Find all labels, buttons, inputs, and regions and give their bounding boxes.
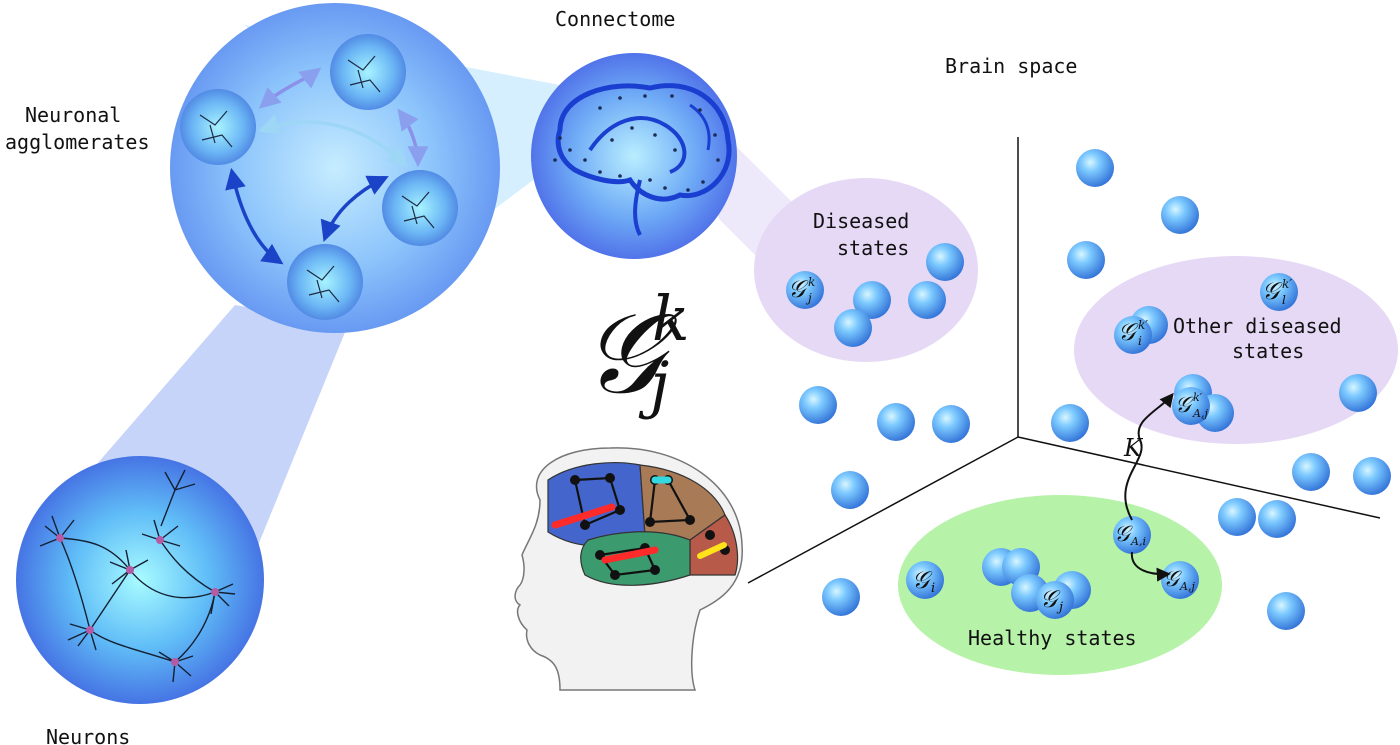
- k-transition-arrow: [1124, 392, 1174, 521]
- agglomerate-node-left: [180, 89, 256, 165]
- connectome-sphere: [531, 53, 737, 259]
- neurons-sphere: [16, 456, 264, 704]
- diseased-label-line2: states: [837, 236, 909, 260]
- big-formula-sup: k: [652, 282, 690, 355]
- k-operator-label: K: [1123, 434, 1144, 462]
- formula-g-aj-sub: A,j: [1179, 580, 1195, 593]
- formula-g-j-k-sup: k: [808, 275, 815, 289]
- formula-g-aj-k-symbol: 𝒢: [1175, 393, 1194, 418]
- formula-g-aj: 𝒢 A,j: [1163, 567, 1195, 593]
- brain-space-label: Brain space: [945, 54, 1077, 78]
- formula-g-i-k-symbol: 𝒢: [1118, 318, 1139, 346]
- formula-g-ai-symbol: 𝒢: [1114, 522, 1133, 547]
- other-diseased-label-line2: states: [1232, 339, 1304, 363]
- neuronal-label-line2: agglomerates: [5, 130, 150, 154]
- head-brain-illustration: [514, 447, 743, 691]
- agglomerate-node-right: [382, 170, 458, 246]
- other-diseased-states-region: [1074, 256, 1398, 444]
- formula-g-j: 𝒢 j: [1040, 585, 1063, 615]
- formula-g-i-symbol: 𝒢: [912, 566, 933, 594]
- formula-g-l-k: 𝒢 k′ l: [1262, 277, 1292, 307]
- agglomerates-sphere: [170, 3, 500, 333]
- healthy-states-label: Healthy states: [968, 626, 1137, 650]
- formula-g-aj-k: 𝒢 k′ A,j: [1175, 391, 1208, 420]
- other-diseased-label-line1: Other diseased: [1173, 314, 1342, 338]
- formula-g-i-sub: i: [931, 581, 935, 596]
- connectome-label: Connectome: [555, 7, 675, 31]
- formula-g-j-k: 𝒢 k j: [788, 275, 815, 305]
- formula-g-ai-sub: A,i: [1130, 535, 1146, 548]
- brain-space-axes: [747, 137, 1381, 584]
- agglomerate-node-top: [330, 34, 406, 110]
- formula-g-l-k-sup: k′: [1282, 277, 1292, 291]
- big-graph-formula: 𝒢 k j: [582, 282, 690, 421]
- formula-g-aj-k-sup: k′: [1193, 391, 1203, 404]
- healthy-transition-arrow: [1130, 551, 1171, 582]
- formula-g-j-k-symbol: 𝒢: [788, 275, 809, 303]
- formula-g-l-k-symbol: 𝒢: [1262, 277, 1283, 305]
- formula-g-j-k-sub: j: [805, 291, 812, 305]
- diseased-label-line1: Diseased: [813, 209, 909, 233]
- formula-g-aj-k-sub: A,j: [1192, 407, 1208, 420]
- formula-g-j-symbol: 𝒢: [1040, 585, 1061, 613]
- formula-g-ai: 𝒢 A,i: [1114, 522, 1146, 548]
- formula-g-l-k-sub: l: [1282, 293, 1286, 307]
- formula-g-i: 𝒢 i: [912, 566, 935, 596]
- formula-g-aj-symbol: 𝒢: [1163, 567, 1182, 592]
- agglomerate-node-bottom: [287, 244, 363, 320]
- formula-g-i-k-sub: i: [1138, 334, 1142, 348]
- neurons-label: Neurons: [46, 725, 130, 745]
- formula-g-i-k: 𝒢 k′ i: [1118, 318, 1148, 348]
- formula-g-i-k-sup: k′: [1138, 318, 1148, 332]
- neuronal-label-line1: Neuronal: [25, 103, 121, 127]
- formula-g-j-sub: j: [1056, 600, 1063, 615]
- brain-state-spheres: [786, 149, 1391, 630]
